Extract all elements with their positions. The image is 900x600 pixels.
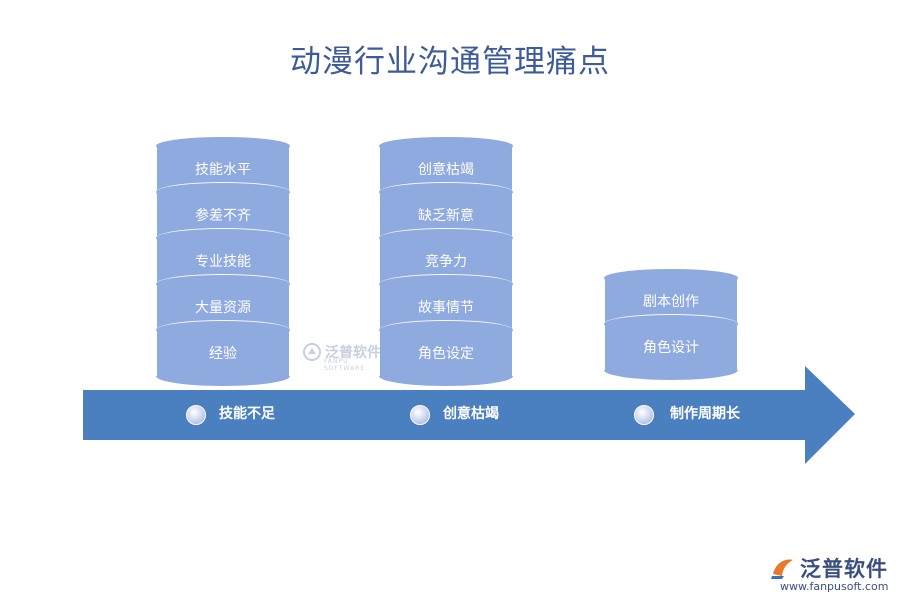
page-title: 动漫行业沟通管理痛点 <box>290 44 610 80</box>
segment-label: 缺乏新意 <box>418 208 474 224</box>
brand-url: www.fanpusoft.com <box>780 580 889 593</box>
timeline-node <box>186 405 206 425</box>
watermark-text: 泛普软件 <box>325 345 381 361</box>
watermark-subtext: FANPU SOFTWARE <box>324 358 366 372</box>
fanpu-logo-icon <box>771 559 793 579</box>
segment-label: 竞争力 <box>425 254 467 270</box>
segment-label: 剧本创作 <box>643 294 699 310</box>
segment-label: 专业技能 <box>195 254 251 270</box>
cylinder-stack-creativity: 创意枯竭 缺乏新意 竞争力 故事情节 角色设定 <box>379 136 513 386</box>
timeline-arrow <box>83 366 855 464</box>
segment-label: 故事情节 <box>418 300 474 316</box>
cylinder-segment: 角色设计 <box>604 314 738 380</box>
segment-label: 角色设计 <box>643 340 699 356</box>
cylinder-segment: 角色设定 <box>379 320 513 386</box>
timeline-node <box>634 405 654 425</box>
segment-label: 角色设定 <box>418 346 474 362</box>
cylinder-stack-production: 剧本创作 角色设计 <box>604 268 738 380</box>
segment-label: 创意枯竭 <box>418 162 474 178</box>
timeline-node-label: 制作周期长 <box>670 406 740 422</box>
brand-name: 泛普软件 <box>800 557 888 581</box>
cylinder-segment: 经验 <box>156 320 290 386</box>
timeline-node-label: 技能不足 <box>219 406 275 422</box>
cylinder-stack-skills: 技能水平 参差不齐 专业技能 大量资源 经验 <box>156 136 290 386</box>
segment-label: 大量资源 <box>195 300 251 316</box>
timeline-node <box>410 405 430 425</box>
watermark: 泛普软件 FANPU SOFTWARE <box>302 342 381 372</box>
timeline-node-label: 创意枯竭 <box>443 406 499 422</box>
fanpu-logo-icon <box>303 343 321 361</box>
segment-label: 技能水平 <box>195 162 251 178</box>
segment-label: 经验 <box>209 346 237 362</box>
segment-label: 参差不齐 <box>195 208 251 224</box>
brand-logo: 泛普软件 <box>770 553 888 583</box>
